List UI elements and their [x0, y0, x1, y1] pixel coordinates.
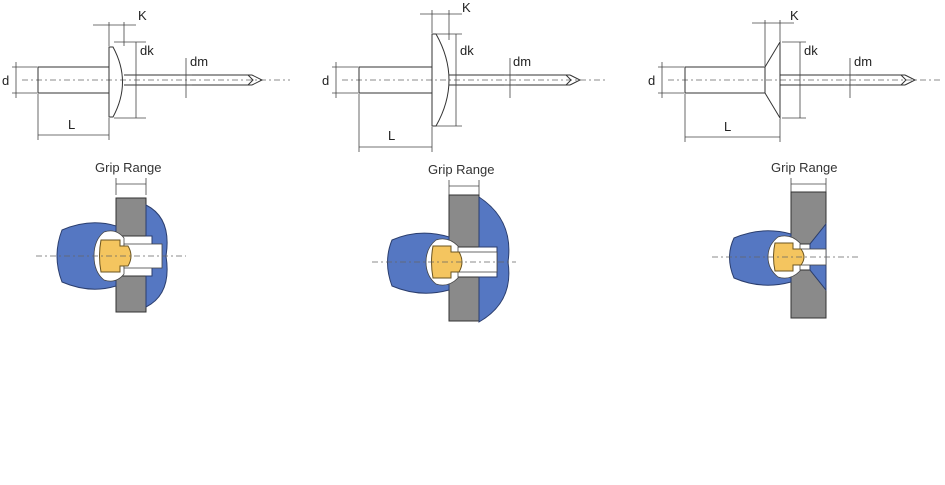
label-k: K	[790, 8, 799, 23]
label-dk: dk	[804, 43, 818, 58]
dome-head-dimension-drawing: K dk dm d L	[2, 8, 290, 140]
label-dm: dm	[513, 54, 531, 69]
large-flange-installed-view: Grip Range	[372, 162, 516, 323]
label-d: d	[648, 73, 655, 88]
label-d: d	[2, 73, 9, 88]
dome-head	[108, 46, 123, 118]
grip-range-label: Grip Range	[771, 160, 837, 175]
label-dm: dm	[190, 54, 208, 69]
grip-range-label: Grip Range	[428, 162, 494, 177]
label-l: L	[724, 119, 731, 134]
diagram-dome-head: K dk dm d L Grip Range	[2, 8, 290, 313]
countersunk-dimension-drawing: K dk dm d L	[648, 8, 940, 142]
label-dk: dk	[140, 43, 154, 58]
label-dk: dk	[460, 43, 474, 58]
label-k: K	[138, 8, 147, 23]
dome-head-installed-view: Grip Range	[36, 160, 186, 313]
label-d: d	[322, 73, 329, 88]
sheet-bottom	[115, 275, 147, 313]
diagram-countersunk: K dk dm d L Grip Range	[648, 8, 940, 319]
countersunk-installed-view: Grip Range	[712, 160, 858, 319]
label-dm: dm	[854, 54, 872, 69]
grip-range-label: Grip Range	[95, 160, 161, 175]
label-l: L	[68, 117, 75, 132]
label-l: L	[388, 128, 395, 143]
sheet-top	[115, 197, 147, 237]
large-flange-dimension-drawing: K dk dm d L	[322, 0, 608, 152]
diagram-large-flange: K dk dm d L Grip Range	[322, 0, 608, 323]
label-k: K	[462, 0, 471, 15]
